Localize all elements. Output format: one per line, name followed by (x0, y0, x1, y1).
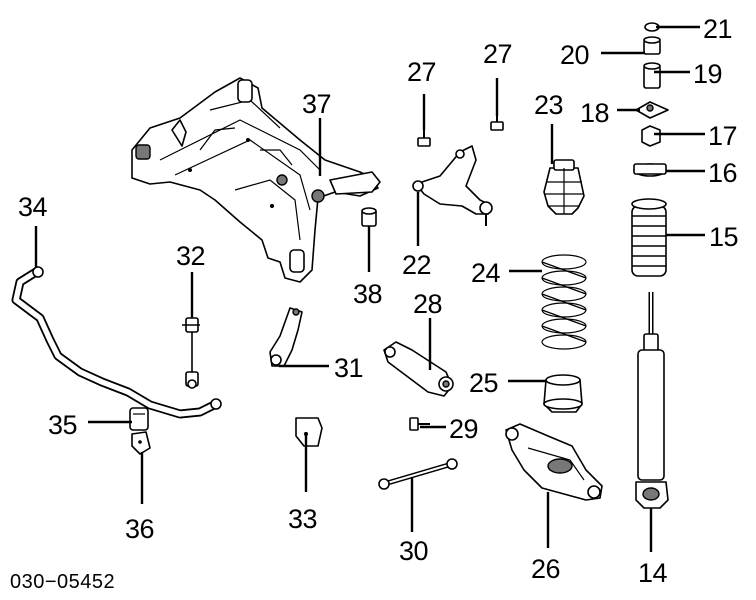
callout-21: 21 (703, 14, 732, 44)
callouts: 21 20 19 18 17 16 15 14 27 27 23 22 24 2… (18, 14, 739, 588)
callout-20: 20 (560, 40, 589, 70)
callout-36: 36 (125, 514, 154, 544)
dust-boot-part (631, 198, 667, 277)
bolt-29-part (409, 417, 430, 431)
callout-19: 19 (693, 59, 722, 89)
bolt-27b-part (490, 114, 504, 131)
callout-38: 38 (353, 279, 382, 309)
callout-18: 18 (580, 98, 609, 128)
callout-14: 14 (638, 558, 668, 588)
callout-30: 30 (399, 536, 428, 566)
callout-17: 17 (708, 121, 737, 151)
spring-seat-part (543, 374, 583, 413)
callout-25: 25 (469, 368, 498, 398)
callout-32: 32 (176, 241, 205, 271)
top-mount-stack-part (633, 22, 669, 177)
lower-arm-28-part (383, 341, 454, 397)
callout-23: 23 (534, 90, 563, 120)
callout-37: 37 (302, 89, 331, 119)
callout-34: 34 (18, 192, 48, 222)
callout-24: 24 (471, 258, 501, 288)
callout-27-right: 27 (483, 39, 512, 69)
callout-28: 28 (413, 289, 442, 319)
subframe-part (131, 77, 381, 283)
callout-31: 31 (334, 353, 363, 383)
bolt-27a-part (417, 128, 431, 147)
callout-16: 16 (708, 158, 737, 188)
callout-15: 15 (709, 222, 738, 252)
callout-27-left: 27 (407, 57, 436, 87)
coil-spring-part (541, 254, 587, 350)
knuckle-part (505, 423, 603, 501)
callout-22: 22 (402, 250, 431, 280)
bump-stopper-part (543, 159, 585, 215)
stabilizer-bushing-part (129, 407, 149, 431)
callout-26: 26 (531, 554, 560, 584)
callout-33: 33 (288, 504, 317, 534)
bracket-33-part (295, 417, 323, 447)
leader-lines (34, 25, 705, 552)
callout-29: 29 (449, 414, 478, 444)
stabilizer-link-part (182, 317, 200, 389)
upper-arm-part (412, 145, 493, 226)
toe-link-part (378, 458, 458, 490)
clamp-36-part (131, 431, 151, 455)
callout-35: 35 (48, 410, 77, 440)
figure-code: 030−05452 (10, 571, 115, 593)
shock-absorber-part (635, 292, 669, 509)
link-31-part (269, 307, 303, 367)
stabilizer-bar-part (11, 266, 222, 419)
bushing-38-part (361, 207, 377, 227)
